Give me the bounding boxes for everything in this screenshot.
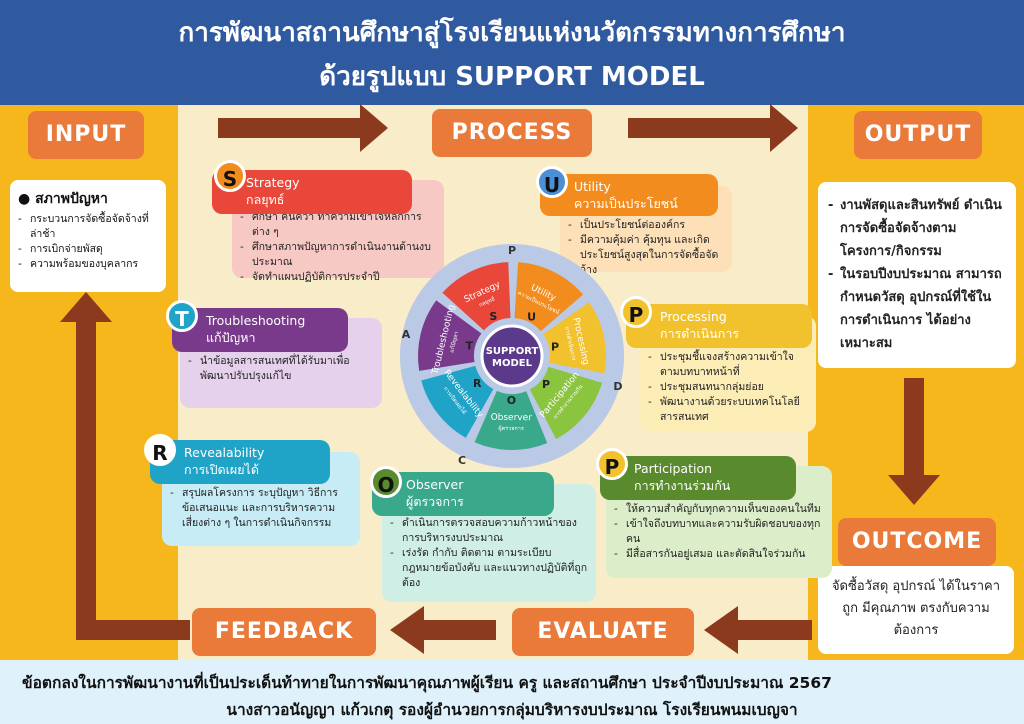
wheel-center-line-2: MODEL	[492, 358, 533, 369]
participation-letter-badge: P	[596, 448, 628, 480]
list-item: ประชุมชี้แจงสร้างความเข้าใจตามบทบาทหน้าท…	[648, 350, 808, 380]
output-box: งานพัสดุและสินทรัพย์ ดำเนินการจัดซื้อจัด…	[818, 182, 1016, 368]
support-model-wheel: Strategyกลยุทธ์SUtilityความเป็นประโยชน์U…	[400, 244, 624, 468]
wheel-pdca-letter: D	[613, 380, 622, 393]
arrow-outcome-to-evaluate	[704, 606, 812, 654]
arrow-process-to-output	[628, 104, 798, 152]
list-item: ศึกษาสภาพปัญหาการดำเนินงานด้านงบประมาณ	[240, 240, 436, 270]
wheel-segment-troubleshooting	[418, 300, 482, 371]
wheel-segment-utility	[514, 262, 584, 332]
list-item: ความพร้อมของบุคลากร	[18, 257, 158, 272]
wheel-segment-sublabel: ผู้ตรวจการ	[498, 425, 524, 432]
list-item: ประชุมสนทนากลุ่มย่อย	[648, 380, 808, 395]
list-item: ดำเนินการตรวจสอบความก้าวหน้าของการบริหาร…	[390, 516, 588, 546]
footer: ข้อตกลงในการพัฒนางานที่เป็นประเด็นท้าทาย…	[0, 660, 1024, 724]
observer-letter-badge: O	[370, 466, 402, 498]
list-item: ให้ความสำคัญกับทุกความเห็นของคนในทีม	[614, 502, 824, 517]
wheel-inner-letter: P	[551, 341, 559, 354]
troubleshooting-card-header: Troubleshooting แก้ปัญหา	[172, 308, 348, 352]
utility-en: Utility	[574, 179, 611, 194]
participation-en: Participation	[634, 461, 713, 476]
utility-letter-badge: U	[536, 166, 568, 198]
list-item: ศึกษา ค้นคว้า ทำความเข้าใจหลักการต่าง ๆ	[240, 210, 436, 240]
strategy-th: กลยุทธ์	[246, 192, 285, 207]
observer-card-header: Observer ผู้ตรวจการ	[372, 472, 554, 516]
list-item: เร่งรัด กำกับ ติดตาม ตามระเบียบกฎหมายข้อ…	[390, 546, 588, 591]
troubleshooting-en: Troubleshooting	[206, 313, 306, 328]
utility-th: ความเป็นประโยชน์	[574, 196, 678, 211]
list-item: จัดทำแผนปฏิบัติการประจำปี	[240, 270, 436, 285]
input-list: กระบวนการจัดซื้อจัดจ้างที่ล่าช้า การเบิก…	[18, 212, 158, 272]
revealability-en: Revealability	[184, 445, 265, 460]
input-label: INPUT	[28, 111, 144, 159]
list-item: งานพัสดุและสินทรัพย์ ดำเนินการจัดซื้อจัด…	[828, 194, 1006, 263]
wheel-segment-revealability	[421, 365, 494, 438]
list-item: การเบิกจ่ายพัสดุ	[18, 242, 158, 257]
wheel-pdca-letter: P	[508, 244, 516, 257]
participation-th: การทำงานร่วมกัน	[634, 478, 731, 493]
wheel-pdca-letter: A	[402, 328, 411, 341]
wheel-segment-observer	[474, 390, 548, 450]
outcome-label: OUTCOME	[838, 518, 996, 566]
feedback-label: FEEDBACK	[192, 608, 376, 656]
list-item: เข้าใจถึงบทบาทและความรับผิดชอบของทุกคน	[614, 517, 824, 547]
wheel-segment-strategy	[442, 262, 511, 331]
wheel-center-line-1: SUPPORT	[486, 346, 539, 357]
revealability-letter-badge: R	[144, 434, 176, 466]
wheel-inner-letter: U	[527, 311, 536, 324]
outcome-box: จัดซื้อวัสดุ อุปกรณ์ ได้ในราคาถูก มีคุณภ…	[818, 566, 1014, 654]
output-label: OUTPUT	[854, 111, 982, 159]
troubleshooting-letter-badge: T	[166, 300, 198, 332]
footer-line-1: ข้อตกลงในการพัฒนางานที่เป็นประเด็นท้าทาย…	[22, 674, 832, 692]
wheel-inner-letter: P	[542, 378, 550, 391]
wheel-segment-sublabel: แก้ปัญหา	[448, 331, 460, 354]
wheel-center	[480, 324, 544, 388]
wheel-inner-letter: S	[489, 310, 497, 323]
input-heading: ● สภาพปัญหา	[18, 191, 108, 207]
arrow-evaluate-to-feedback	[390, 606, 496, 654]
list-item: มีความคุ้มค่า คุ้มทุน และเกิดประโยชน์สูง…	[568, 233, 724, 278]
arrow-input-to-process	[218, 104, 388, 152]
participation-card-header: Participation การทำงานร่วมกัน	[600, 456, 796, 500]
wheel-pdca-letter: C	[458, 454, 466, 467]
wheel-segment-label: Observer	[491, 413, 533, 424]
wheel-inner-letter: T	[465, 340, 473, 353]
processing-letter-badge: P	[620, 296, 652, 328]
observer-th: ผู้ตรวจการ	[406, 494, 464, 509]
revealability-card-header: Revealability การเปิดเผยได้	[150, 440, 330, 484]
observer-en: Observer	[406, 477, 464, 492]
list-item: กระบวนการจัดซื้อจัดจ้างที่ล่าช้า	[18, 212, 158, 242]
list-item: มีสื่อสารกันอยู่เสมอ และตัดสินใจร่วมกัน	[614, 547, 824, 562]
processing-en: Processing	[660, 309, 727, 324]
list-item: ในรอบปีงบประมาณ สามารถกำหนดวัสดุ อุปกรณ์…	[828, 263, 1006, 355]
evaluate-label: EVALUATE	[512, 608, 694, 656]
revealability-th: การเปิดเผยได้	[184, 462, 259, 477]
list-item: พัฒนางานด้วยระบบเทคโนโลยีสารสนเทศ	[648, 395, 808, 425]
header-banner: การพัฒนาสถานศึกษาสู่โรงเรียนแห่งนวัตกรรม…	[0, 0, 1024, 105]
list-item: เป็นประโยชน์ต่อองค์กร	[568, 218, 724, 233]
wheel-inner-letter: O	[507, 394, 516, 407]
input-box: ● สภาพปัญหา กระบวนการจัดซื้อจัดจ้างที่ล่…	[10, 180, 166, 292]
wheel-segment-participation	[529, 366, 603, 439]
title-line-1: การพัฒนาสถานศึกษาสู่โรงเรียนแห่งนวัตกรรม…	[178, 18, 846, 48]
strategy-en: Strategy	[246, 175, 300, 190]
wheel-inner-letter: R	[473, 377, 482, 390]
utility-card-header: Utility ความเป็นประโยชน์	[540, 174, 718, 216]
arrow-output-to-outcome	[888, 378, 940, 505]
process-label: PROCESS	[432, 109, 592, 157]
list-item: สรุปผลโครงการ ระบุปัญหา วิธีการ ข้อเสนอแ…	[170, 486, 352, 531]
processing-card-header: Processing การดำเนินการ	[626, 304, 812, 348]
processing-th: การดำเนินการ	[660, 326, 740, 341]
title-line-2: ด้วยรูปแบบ SUPPORT MODEL	[319, 62, 705, 92]
list-item: นำข้อมูลสารสนเทศที่ได้รับมาเพื่อพัฒนาปรั…	[188, 354, 374, 384]
strategy-letter-badge: S	[214, 160, 246, 192]
troubleshooting-th: แก้ปัญหา	[206, 330, 256, 345]
footer-line-2: นางสาวอนัญญา แก้วเกตุ รองผู้อำนวยการกลุ่…	[226, 701, 798, 719]
arrow-feedback-to-input	[60, 292, 190, 640]
wheel-segment-processing	[543, 302, 606, 374]
